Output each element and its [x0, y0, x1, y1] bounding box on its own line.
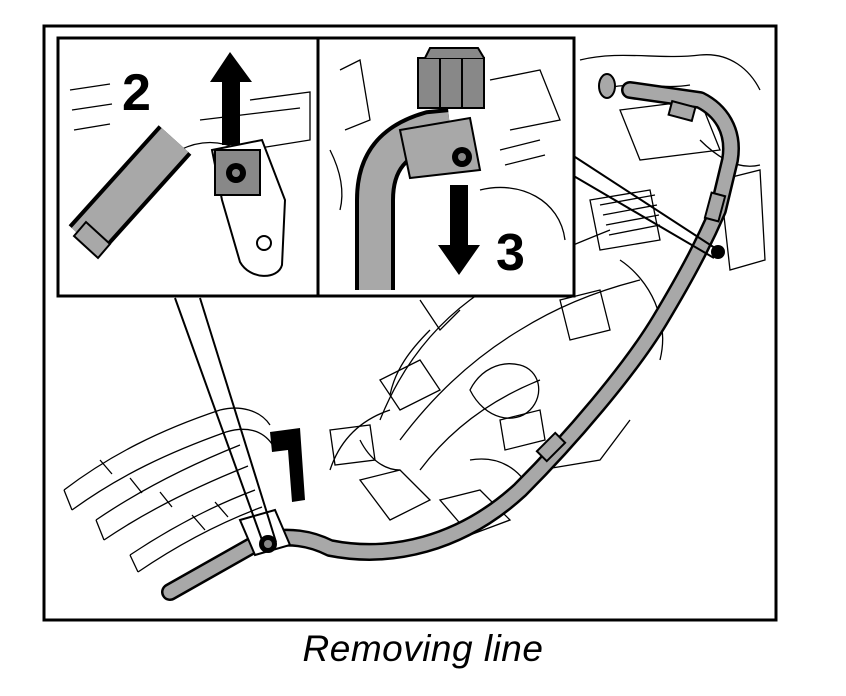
step-number-3: 3: [496, 224, 525, 282]
hose-outlines: [63, 407, 273, 573]
removed-line: [161, 73, 740, 601]
detail-step-2: 2: [68, 52, 311, 277]
step-number-2: 2: [122, 64, 151, 122]
arrow-up-icon: [210, 52, 252, 145]
leader-lines: [174, 154, 719, 543]
arrow-down-icon: [438, 185, 480, 275]
left-bracket: [238, 428, 305, 557]
figure-caption: Removing line: [302, 628, 544, 669]
detail-step-3: 3: [329, 47, 566, 290]
